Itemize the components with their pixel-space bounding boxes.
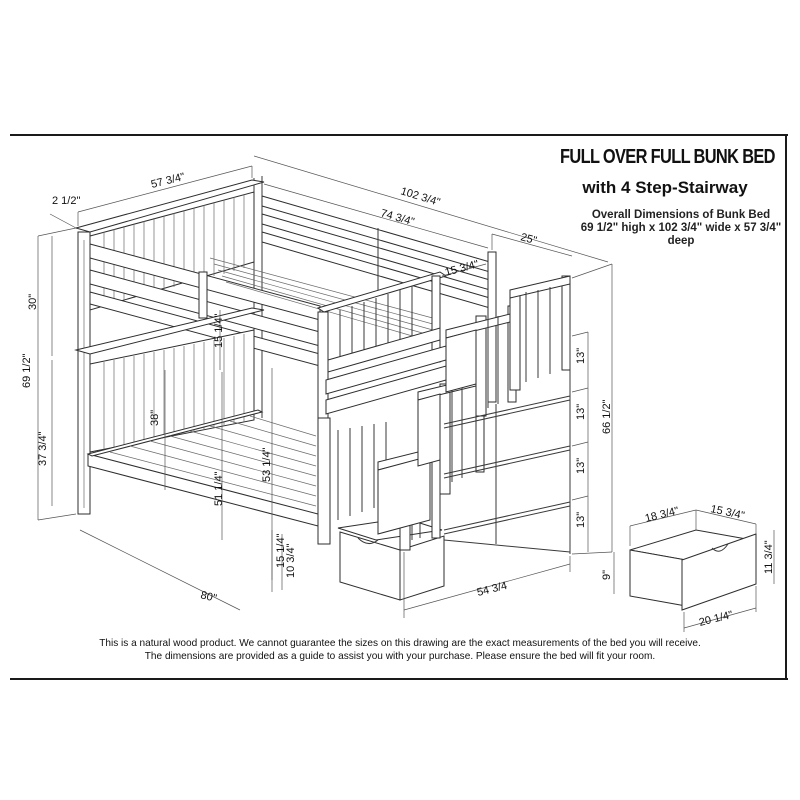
middle-rail: [74, 307, 447, 415]
dim-upper-rail-height: 30": [27, 294, 39, 310]
disclaimer-line-2: The dimensions are provided as a guide t…: [144, 650, 656, 662]
dim-post-width: 2 1/2": [52, 195, 80, 207]
overall-dimensions-value: 69 1/2" high x 102 3/4" wide x 57 3/4": [580, 222, 782, 234]
drawer-height-front: 11 3/4": [763, 540, 775, 574]
dim-lower-height: 37 3/4": [37, 431, 49, 466]
dimension-lines: [37, 155, 613, 618]
frame-right-border: [785, 134, 787, 680]
drawer-width-front: 20 1/4": [698, 609, 734, 629]
dim-upper-clearance: 15 1/4": [213, 313, 225, 348]
disclaimer-line-1: This is a natural wood product. We canno…: [99, 637, 701, 649]
overall-dimensions-label: Overall Dimensions of Bunk Bed: [591, 209, 771, 221]
drawer-depth: 18 3/4": [644, 505, 680, 525]
dim-step-height-1: 13": [575, 348, 587, 364]
left-front-post: [77, 231, 91, 515]
lower-bed-frame: [86, 409, 319, 527]
right-front-post: [317, 417, 331, 545]
overall-dimensions-suffix: deep: [667, 235, 695, 247]
upper-headboard: [74, 179, 265, 311]
dim-floor-clearance: 15 1/4": [275, 533, 287, 568]
page-subtitle: with 4 Step-Stairway: [582, 178, 748, 197]
upper-guardrail: [89, 243, 321, 367]
dim-inner-length: 53 1/4": [261, 447, 273, 482]
dim-stair-depth: 25": [519, 231, 538, 247]
disclaimer: This is a natural wood product. We canno…: [35, 637, 765, 663]
drawer-height-back: 9": [601, 570, 613, 580]
dim-step-height-2: 13": [575, 404, 587, 420]
dim-bed-length: 74 3/4": [379, 207, 416, 228]
drawer-detail: [613, 509, 775, 632]
staircase: [337, 275, 571, 601]
dim-overall-width: 102 3/4": [399, 185, 441, 208]
dim-headboard-height: 38": [149, 410, 161, 426]
dim-stair-length: 54 3/4: [476, 580, 509, 599]
dim-total-height: 69 1/2": [21, 353, 33, 388]
dim-step-height-4: 13": [575, 512, 587, 528]
dim-bed-length-total: 80": [199, 589, 218, 605]
dim-mattress-width: 51 1/4": [213, 471, 225, 506]
upper-footboard: [316, 271, 448, 433]
drawing-frame: [10, 134, 788, 680]
page-title: FULL OVER FULL BUNK BED: [560, 146, 775, 168]
overall-dimensions: Overall Dimensions of Bunk Bed 69 1/2" h…: [570, 209, 792, 248]
dim-stair-height: 66 1/2": [601, 399, 613, 434]
dim-rail-to-floor: 10 3/4": [285, 543, 297, 578]
drawer-width-top: 15 3/4": [709, 503, 745, 522]
dim-step-height-3: 13": [575, 458, 587, 474]
